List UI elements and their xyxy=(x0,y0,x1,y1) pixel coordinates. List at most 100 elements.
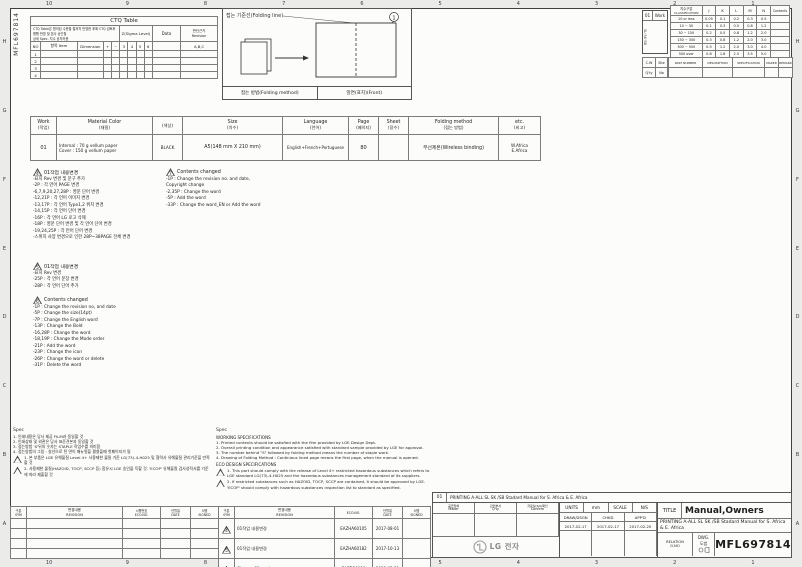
change-line: -1P : Change the revision no, and date xyxy=(33,305,116,310)
ctq-empty-row: 3 xyxy=(29,64,218,72)
eco-note-kr: 1. 본 부품은 LGE 유해물질 Level 4+ 사용제한 물질 기준 LG… xyxy=(13,455,211,465)
revision-row: 6 Change 01 work EAZD50019 2019-05-21 xyxy=(218,558,431,567)
grid-label: G xyxy=(795,108,800,115)
change-line: -스위치 사양 변경으로 인한 28P~38PAGE 전체 변경 xyxy=(33,234,131,240)
tolerance-row: 30 ~ 150 0.2 0.5 0.8 1.2 2.0 xyxy=(670,29,790,37)
revision-triangle-icon: 4 xyxy=(222,526,231,534)
change-line: -7P : Change the English word xyxy=(33,317,98,323)
ctq-data-header: Data xyxy=(151,25,182,42)
change-line: -12,21P : 각 언어 이미지 변경 xyxy=(33,196,90,202)
revision-triangle-icon: 4 xyxy=(33,168,42,176)
spec-label: Spec xyxy=(216,428,227,433)
maker-cell: 관련부서 Q'ty xyxy=(475,503,517,513)
warning-triangle-icon xyxy=(13,466,22,474)
grid-label: 3 xyxy=(594,1,599,7)
grid-label: E xyxy=(2,245,7,252)
page-step-number: 1 xyxy=(392,15,395,21)
folding-method-label: 접는 방법(Folding method) xyxy=(240,91,299,96)
item-description: PRINTING A-ALL SL SK /SB Stadard Manual … xyxy=(450,495,588,500)
grid-label: 2 xyxy=(673,1,677,7)
change-line: -26P : Change the word or delete xyxy=(33,356,105,362)
spec-header-cell: Language (언어) xyxy=(282,116,349,135)
eco-note-en: 1. This part should comply with the rele… xyxy=(216,468,432,478)
rev-col-eco: ECO.NO. xyxy=(334,506,373,519)
units-value: mm xyxy=(584,503,609,512)
scale-label: SCALE xyxy=(609,503,633,512)
working-note-en: 2. Overall printing condition and appear… xyxy=(216,445,424,451)
part-header-cell: SPECIFICATION xyxy=(732,57,765,68)
revision-row xyxy=(10,548,219,559)
revision-row xyxy=(10,538,219,549)
folding-diagram: 접는 기준선(Folding line) 1 접는 방법(Folding met… xyxy=(222,8,412,100)
change-line: Copyright change xyxy=(166,183,205,189)
revision-triangle-icon: 7 xyxy=(166,168,175,176)
spec-header-cell: Size (치수) xyxy=(182,116,283,135)
change-line: -16,28P : Change the word xyxy=(33,330,91,336)
item-no: 01 xyxy=(433,493,447,502)
change-line: -13,17P : 각 언어 Type1,2 위치 변경 xyxy=(33,202,104,208)
grid-label: B xyxy=(2,451,7,458)
change-line: -14,15P : 각 언어 단어 변경 xyxy=(33,209,86,215)
change-line: -2,35P : Change the word xyxy=(166,189,221,195)
front-side-label: 앞면(표지)(Front) xyxy=(316,87,412,99)
revision-triangle-icon: 5 xyxy=(222,546,231,554)
revision-row: 5 01작업 내용변경 EAZHA60182 2017-10-13 xyxy=(218,538,431,559)
grid-label: C xyxy=(2,383,7,390)
working-spec-title: WORKING SPECIFICATIONS xyxy=(216,435,271,440)
spec-header-cell: Page (페이지) xyxy=(348,116,379,135)
notes-english: Spec WORKING SPECIFICATIONS 1. Printed c… xyxy=(216,428,432,490)
maker-cell: 공급업체 Maker xyxy=(433,503,475,513)
grid-label: 9 xyxy=(125,559,129,566)
spec-row: 01 Internal : 70 g vellum paper Cover : … xyxy=(30,134,541,161)
change-line: -13P : Change the Bold xyxy=(33,324,83,330)
warning-triangle-icon xyxy=(216,479,225,487)
grid-label: 5 xyxy=(438,1,442,7)
grid-label: A xyxy=(795,520,800,527)
tolerance-row: 300 ~ 500 0.5 1.2 2.0 3.0 4.0 xyxy=(670,43,790,51)
work-class-box: 01 Work SL·SK·SB xyxy=(642,10,668,54)
revision-triangle-icon: 5 xyxy=(33,262,42,270)
part-header-cell: REMARK xyxy=(778,57,793,68)
grid-label: F xyxy=(3,176,6,183)
eco-note-en: 2. If restricted substances such as HAZO… xyxy=(216,479,432,489)
spec-header-cell: Work (작업) xyxy=(30,116,57,135)
sign-date: 2017-02-17 xyxy=(592,522,625,530)
grid-label: 10 xyxy=(45,559,53,566)
change-line: -2P : 각 언어 PAGE 변경 xyxy=(33,183,80,189)
change-line: -21P : Add the word xyxy=(33,343,76,349)
folding-illustration: 접는 기준선(Folding line) 1 xyxy=(226,12,399,78)
part-header-cell: PART NUMBER xyxy=(668,57,703,68)
change-line: -5P : Add the word xyxy=(166,196,206,202)
change-line: -25P : 각 언어 문장 변경 xyxy=(33,277,79,283)
lg-logo-icon xyxy=(473,539,487,554)
spec-material: Internal : 70 g vellum paper Cover : 150… xyxy=(56,134,153,161)
sign-date: 2017-02-17 xyxy=(560,522,593,530)
grid-label: 6 xyxy=(360,1,364,7)
scale-value: N/S xyxy=(633,503,657,512)
grid-label: E xyxy=(795,245,800,252)
working-note-en: 4. Drawing of Folding Method : Continiou… xyxy=(216,455,419,461)
spec-header-cell: Material Color (재질) xyxy=(56,116,153,135)
ctq-title: CTQ Table xyxy=(30,16,218,26)
eco-note-kr: 2. 사용제한 물질(HAZOID, TOCP, SCCP 등) 함유시 LGE… xyxy=(13,466,211,476)
ctq-empty-row: 1 xyxy=(29,50,218,58)
doc-number-vertical: MFL697814 xyxy=(13,12,20,56)
title-label: TITLE xyxy=(658,503,682,518)
change-line: -표지 Rev 변경 xyxy=(33,271,62,276)
change-line: -31P : Delete the word xyxy=(33,362,82,368)
work-no: 01 xyxy=(643,11,653,20)
drawing-subtitle: PRINTING A-ALL SL SK /SB Stadard Manual … xyxy=(658,519,791,533)
title-block: 공급업체 Maker 관련부서 Q'ty 자료실(SO)확인 Confirm xyxy=(432,502,792,558)
